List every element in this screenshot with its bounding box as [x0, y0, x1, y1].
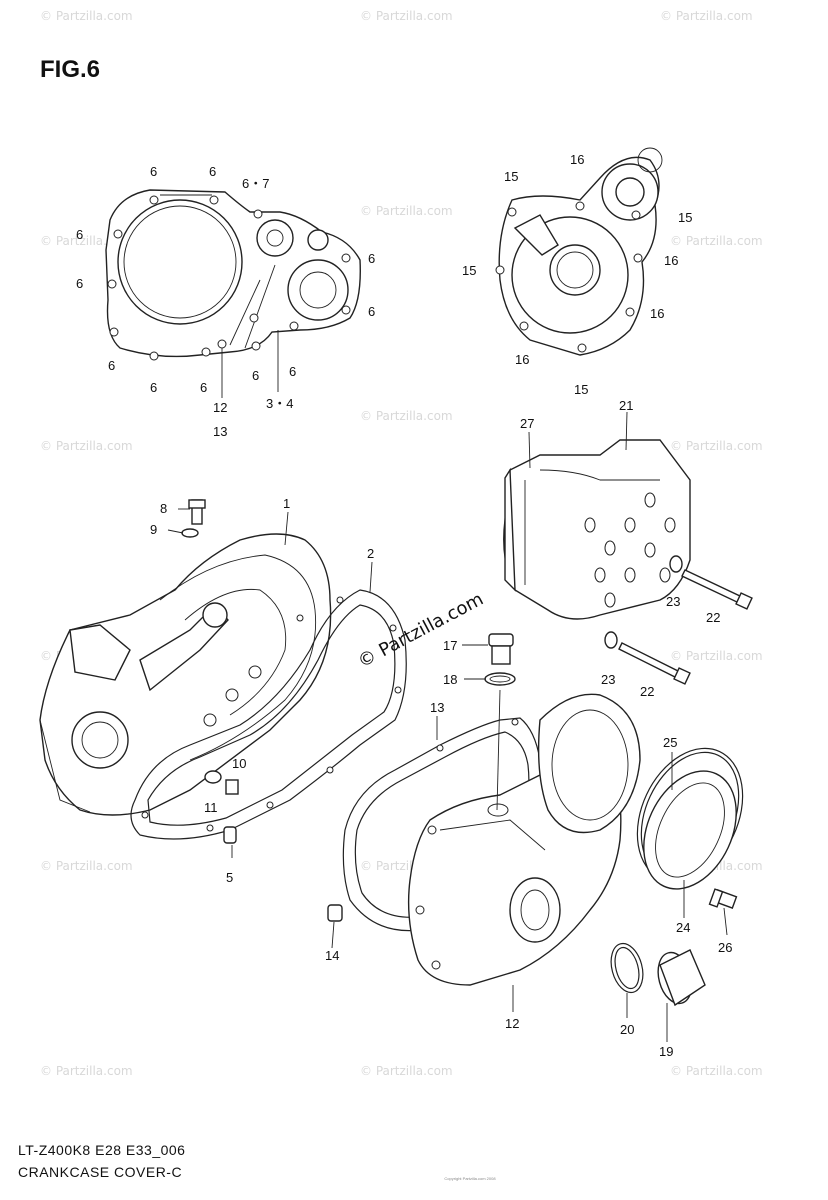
- callout-13: 13: [430, 700, 444, 715]
- watermark-text: © Partzilla.com: [660, 9, 753, 23]
- callout-12: 12: [213, 400, 227, 415]
- callout-16: 16: [664, 253, 678, 268]
- plug-10-11: [204, 770, 239, 795]
- watermark-text: © Partzilla.com: [670, 439, 763, 453]
- watermark-text: © Partzilla.com: [40, 1064, 133, 1078]
- callout-24: 24: [676, 920, 690, 935]
- callout-15: 15: [462, 263, 476, 278]
- magneto-cover-gasket: [495, 147, 663, 356]
- callout-6: 6: [289, 364, 296, 379]
- oil-filler-cap-17: [488, 633, 514, 665]
- callout-15: 15: [574, 382, 588, 397]
- callout-6: 6: [76, 276, 83, 291]
- washer-23-upper: [669, 555, 683, 573]
- plug-cap-19: [657, 949, 706, 1007]
- watermark-text: © Partzilla.com: [360, 204, 453, 218]
- callout-22: 22: [706, 610, 720, 625]
- cover-gasket-top-left: [105, 189, 361, 361]
- callout-16: 16: [515, 352, 529, 367]
- callout-6: 6: [108, 358, 115, 373]
- o-ring-18: [484, 672, 516, 686]
- callout-2: 2: [367, 546, 374, 561]
- callout-6: 6: [368, 251, 375, 266]
- magneto-cover-12: [407, 693, 641, 986]
- watermark-text: © Partzilla.com: [360, 9, 453, 23]
- callout-15: 15: [678, 210, 692, 225]
- callout-14: 14: [325, 948, 339, 963]
- watermark-text: © Partzilla.com: [40, 859, 133, 873]
- callout-27: 27: [520, 416, 534, 431]
- bolt-8-washer-9: [181, 499, 206, 538]
- callout-6: 6: [368, 304, 375, 319]
- callout-10: 10: [232, 756, 246, 771]
- callout-6: 6: [200, 380, 207, 395]
- model-code: LT-Z400K8 E28 E33_006: [18, 1142, 186, 1158]
- dowel-pin-14: [327, 904, 343, 922]
- callout-16: 16: [650, 306, 664, 321]
- callout-23: 23: [666, 594, 680, 609]
- callout-23: 23: [601, 672, 615, 687]
- callout-6: 6: [209, 164, 216, 179]
- callout-9: 9: [150, 522, 157, 537]
- watermark-text: © Partzilla.com: [40, 439, 133, 453]
- figure-title: FIG.6: [40, 56, 101, 83]
- callout-21: 21: [619, 398, 633, 413]
- figure-caption: CRANKCASE COVER-C: [18, 1164, 183, 1180]
- callout-13: 13: [213, 424, 227, 439]
- watermark-text: © Partzilla.com: [40, 9, 133, 23]
- callout-6: 6: [252, 368, 259, 383]
- gasket-part-2: [130, 589, 407, 840]
- callout-1: 1: [283, 496, 290, 511]
- callout-6-7: 6・7: [242, 176, 269, 191]
- callout-6: 6: [76, 227, 83, 242]
- callout-labels: 6 6 6・7 6 6 6 6 6 6 6 6 6 12 13 3・4 15 1…: [76, 152, 732, 1059]
- bolt-22-upper: [681, 569, 753, 610]
- callout-17: 17: [443, 638, 457, 653]
- watermark-text: © Partzilla.com: [360, 409, 453, 423]
- callout-26: 26: [718, 940, 732, 955]
- copyright-note: Copyright Partzilla.com 2008: [444, 1176, 496, 1181]
- callout-11: 11: [204, 800, 218, 815]
- callout-18: 18: [443, 672, 457, 687]
- watermark-text: © Partzilla.com: [670, 1064, 763, 1078]
- washer-23-lower: [604, 631, 618, 649]
- callout-15: 15: [504, 169, 518, 184]
- callout-25: 25: [663, 735, 677, 750]
- center-watermark: © Partzilla.com: [354, 589, 487, 673]
- bolt-26: [708, 888, 738, 909]
- callout-19: 19: [659, 1044, 673, 1059]
- o-ring-20: [610, 942, 644, 994]
- callout-22: 22: [640, 684, 654, 699]
- magneto-cover-21: [503, 439, 691, 620]
- cap-24: [643, 770, 737, 890]
- callout-6: 6: [150, 164, 157, 179]
- callout-3-4: 3・4: [266, 396, 293, 411]
- watermark-text: © Partzilla.com: [670, 649, 763, 663]
- bolt-22-lower: [618, 642, 691, 685]
- callout-20: 20: [620, 1022, 634, 1037]
- watermark-text: © Partzilla.com: [360, 1064, 453, 1078]
- crankcase-cover-main: [39, 533, 332, 816]
- callout-8: 8: [160, 501, 167, 516]
- leader-lines: [160, 194, 728, 1042]
- callout-6: 6: [150, 380, 157, 395]
- watermark-text: © Partzilla.com: [670, 234, 763, 248]
- callout-16: 16: [570, 152, 584, 167]
- callout-5: 5: [226, 870, 233, 885]
- callout-12: 12: [505, 1016, 519, 1031]
- dowel-pin-5: [223, 826, 237, 844]
